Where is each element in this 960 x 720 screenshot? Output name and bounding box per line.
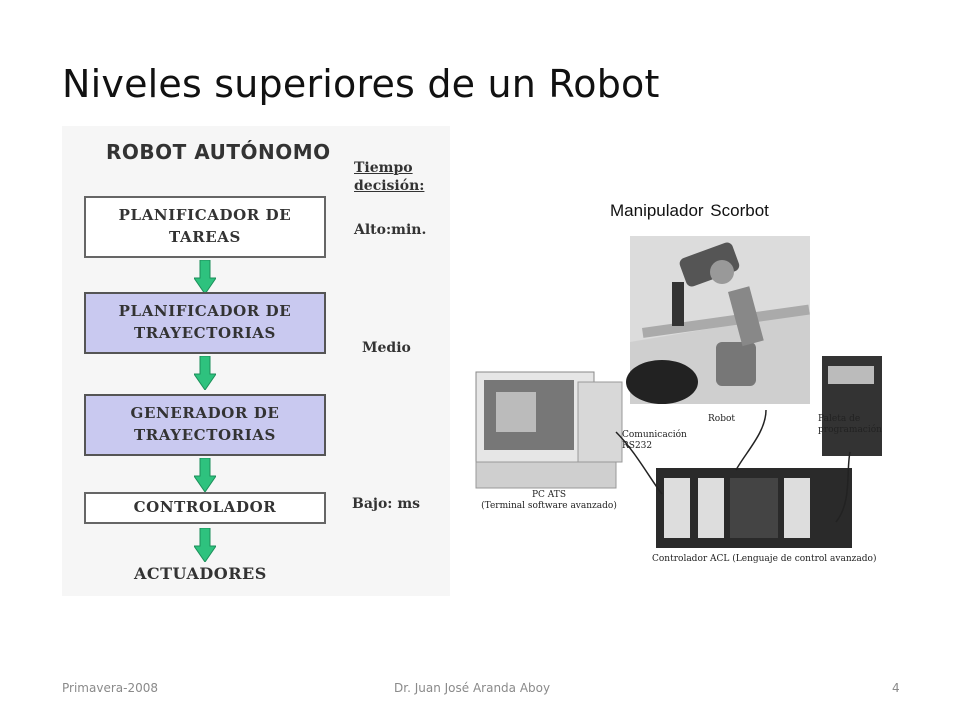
label-robot: Robot [708, 414, 735, 424]
down-arrow-icon [194, 458, 216, 492]
level-generador-trayectorias: GENERADOR DE TRAYECTORIAS [84, 394, 326, 456]
time-header: Tiempo decisión: [354, 160, 424, 195]
label-paleta: Paleta de programación [818, 414, 882, 436]
label-pc: PC ATS (Terminal software avanzado) [474, 490, 624, 512]
level-line: PLANIFICADOR DE [118, 302, 292, 321]
footer-author: Dr. Juan José Aranda Aboy [394, 681, 551, 695]
level-controlador: CONTROLADOR [84, 492, 326, 524]
down-arrow-icon [194, 356, 216, 390]
label-comunicacion: Comunicación RS232 [622, 430, 687, 452]
level-line: PLANIFICADOR DE [118, 206, 292, 225]
scorbot-caption: Manipulador Scorbot [610, 201, 769, 220]
actuadores-label: ACTUADORES [134, 564, 267, 583]
level-planificador-tareas: PLANIFICADOR DE TAREAS [84, 196, 326, 258]
level-line: TAREAS [169, 228, 241, 246]
scorbot-system-illustration: Robot Paleta de programación Comunicació… [466, 232, 890, 582]
down-arrow-icon [194, 260, 216, 294]
level-line: GENERADOR DE [130, 404, 280, 423]
time-header-line1: Tiempo [354, 160, 413, 176]
time-header-line2: decisión: [354, 177, 425, 194]
level-line: TRAYECTORIAS [134, 324, 276, 342]
down-arrow-icon [194, 528, 216, 562]
level-line: CONTROLADOR [133, 498, 277, 517]
label-controlador: Controlador ACL (Lenguaje de control ava… [652, 554, 877, 564]
level-line: TRAYECTORIAS [134, 426, 276, 444]
time-alto: Alto:min. [354, 222, 427, 238]
time-medio: Medio [362, 340, 411, 356]
label-line: programación [818, 424, 882, 435]
label-line: Paleta de [818, 414, 861, 424]
robot-levels-diagram: ROBOT AUTÓNOMO Tiempo decisión: PLANIFIC… [62, 126, 450, 596]
label-line: (Terminal software avanzado) [481, 500, 617, 511]
page-number: 4 [892, 681, 900, 695]
slide-title: Niveles superiores de un Robot [62, 62, 660, 106]
time-bajo: Bajo: ms [352, 496, 421, 512]
label-line: PC ATS [532, 490, 566, 500]
scorbot-photo-icon [475, 236, 882, 548]
diagram-heading: ROBOT AUTÓNOMO [106, 140, 331, 164]
label-line: Comunicación [622, 430, 687, 440]
level-planificador-trayectorias: PLANIFICADOR DE TRAYECTORIAS [84, 292, 326, 354]
footer-date: Primavera-2008 [62, 681, 158, 695]
label-line: RS232 [622, 440, 653, 451]
